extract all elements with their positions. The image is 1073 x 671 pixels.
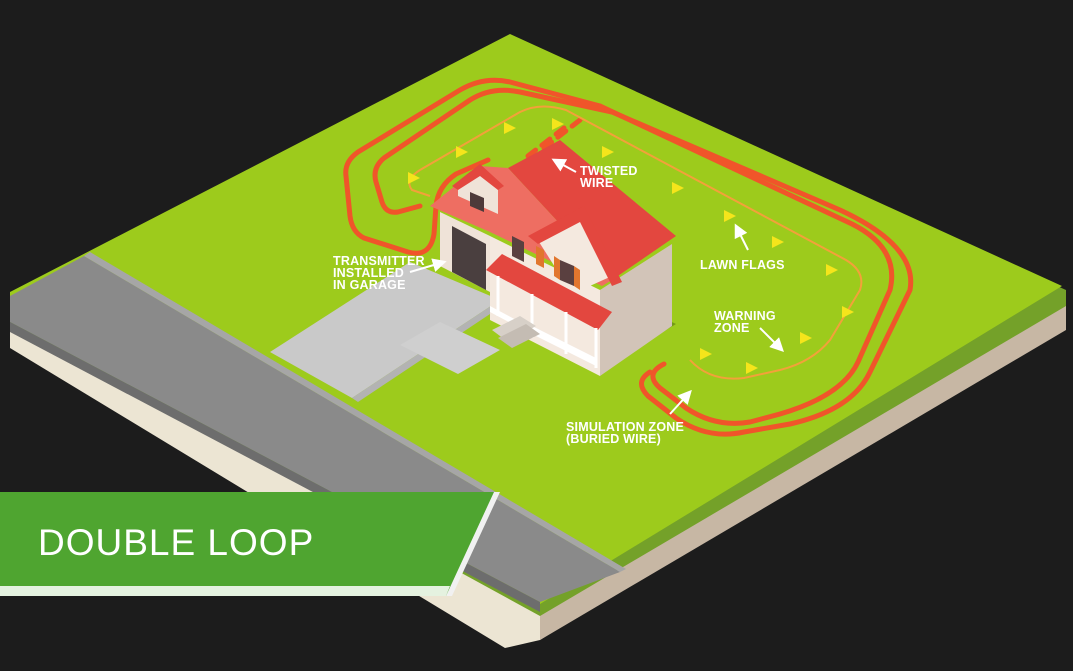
lawn-flag-icon [772, 236, 784, 248]
lawn-flag-icon [826, 264, 838, 276]
lawn-flags [408, 118, 854, 374]
garage-door [452, 226, 486, 290]
callout-arrow-icon [759, 327, 784, 352]
transmitter-label: TRANSMITTER INSTALLED IN GARAGE [333, 254, 425, 292]
lawn-flag-icon [504, 122, 516, 134]
callout-arrow-icon [551, 158, 577, 173]
walkway [400, 322, 500, 374]
lawn-flag-icon [724, 210, 736, 222]
driveway [270, 262, 505, 402]
callout-arrow-icon [734, 223, 749, 251]
lawn-flag-icon [700, 348, 712, 360]
lawn-flag-icon [746, 362, 758, 374]
lawn-flag-icon [456, 146, 468, 158]
title-banner [0, 492, 500, 596]
twisted-wire-label: TWISTED WIRE [580, 164, 638, 190]
callout-arrow-icon [669, 389, 692, 415]
lawn-flag-icon [800, 332, 812, 344]
simulation-zone-label: SIMULATION ZONE (BURIED WIRE) [566, 420, 685, 446]
callout-arrows [409, 158, 784, 415]
diagram-title: DOUBLE LOOP [38, 522, 315, 563]
lawn-flag-icon [842, 306, 854, 318]
lawn-flag-icon [408, 172, 420, 184]
lawn-flag-icon [602, 146, 614, 158]
house-icon [430, 140, 676, 376]
lawn-flag-icon [672, 182, 684, 194]
callout-arrow-icon [409, 258, 447, 273]
lawn-flags-label: LAWN FLAGS [700, 258, 785, 272]
lawn-flag-icon [552, 118, 564, 130]
warning-zone-label: WARNING ZONE [714, 309, 776, 335]
